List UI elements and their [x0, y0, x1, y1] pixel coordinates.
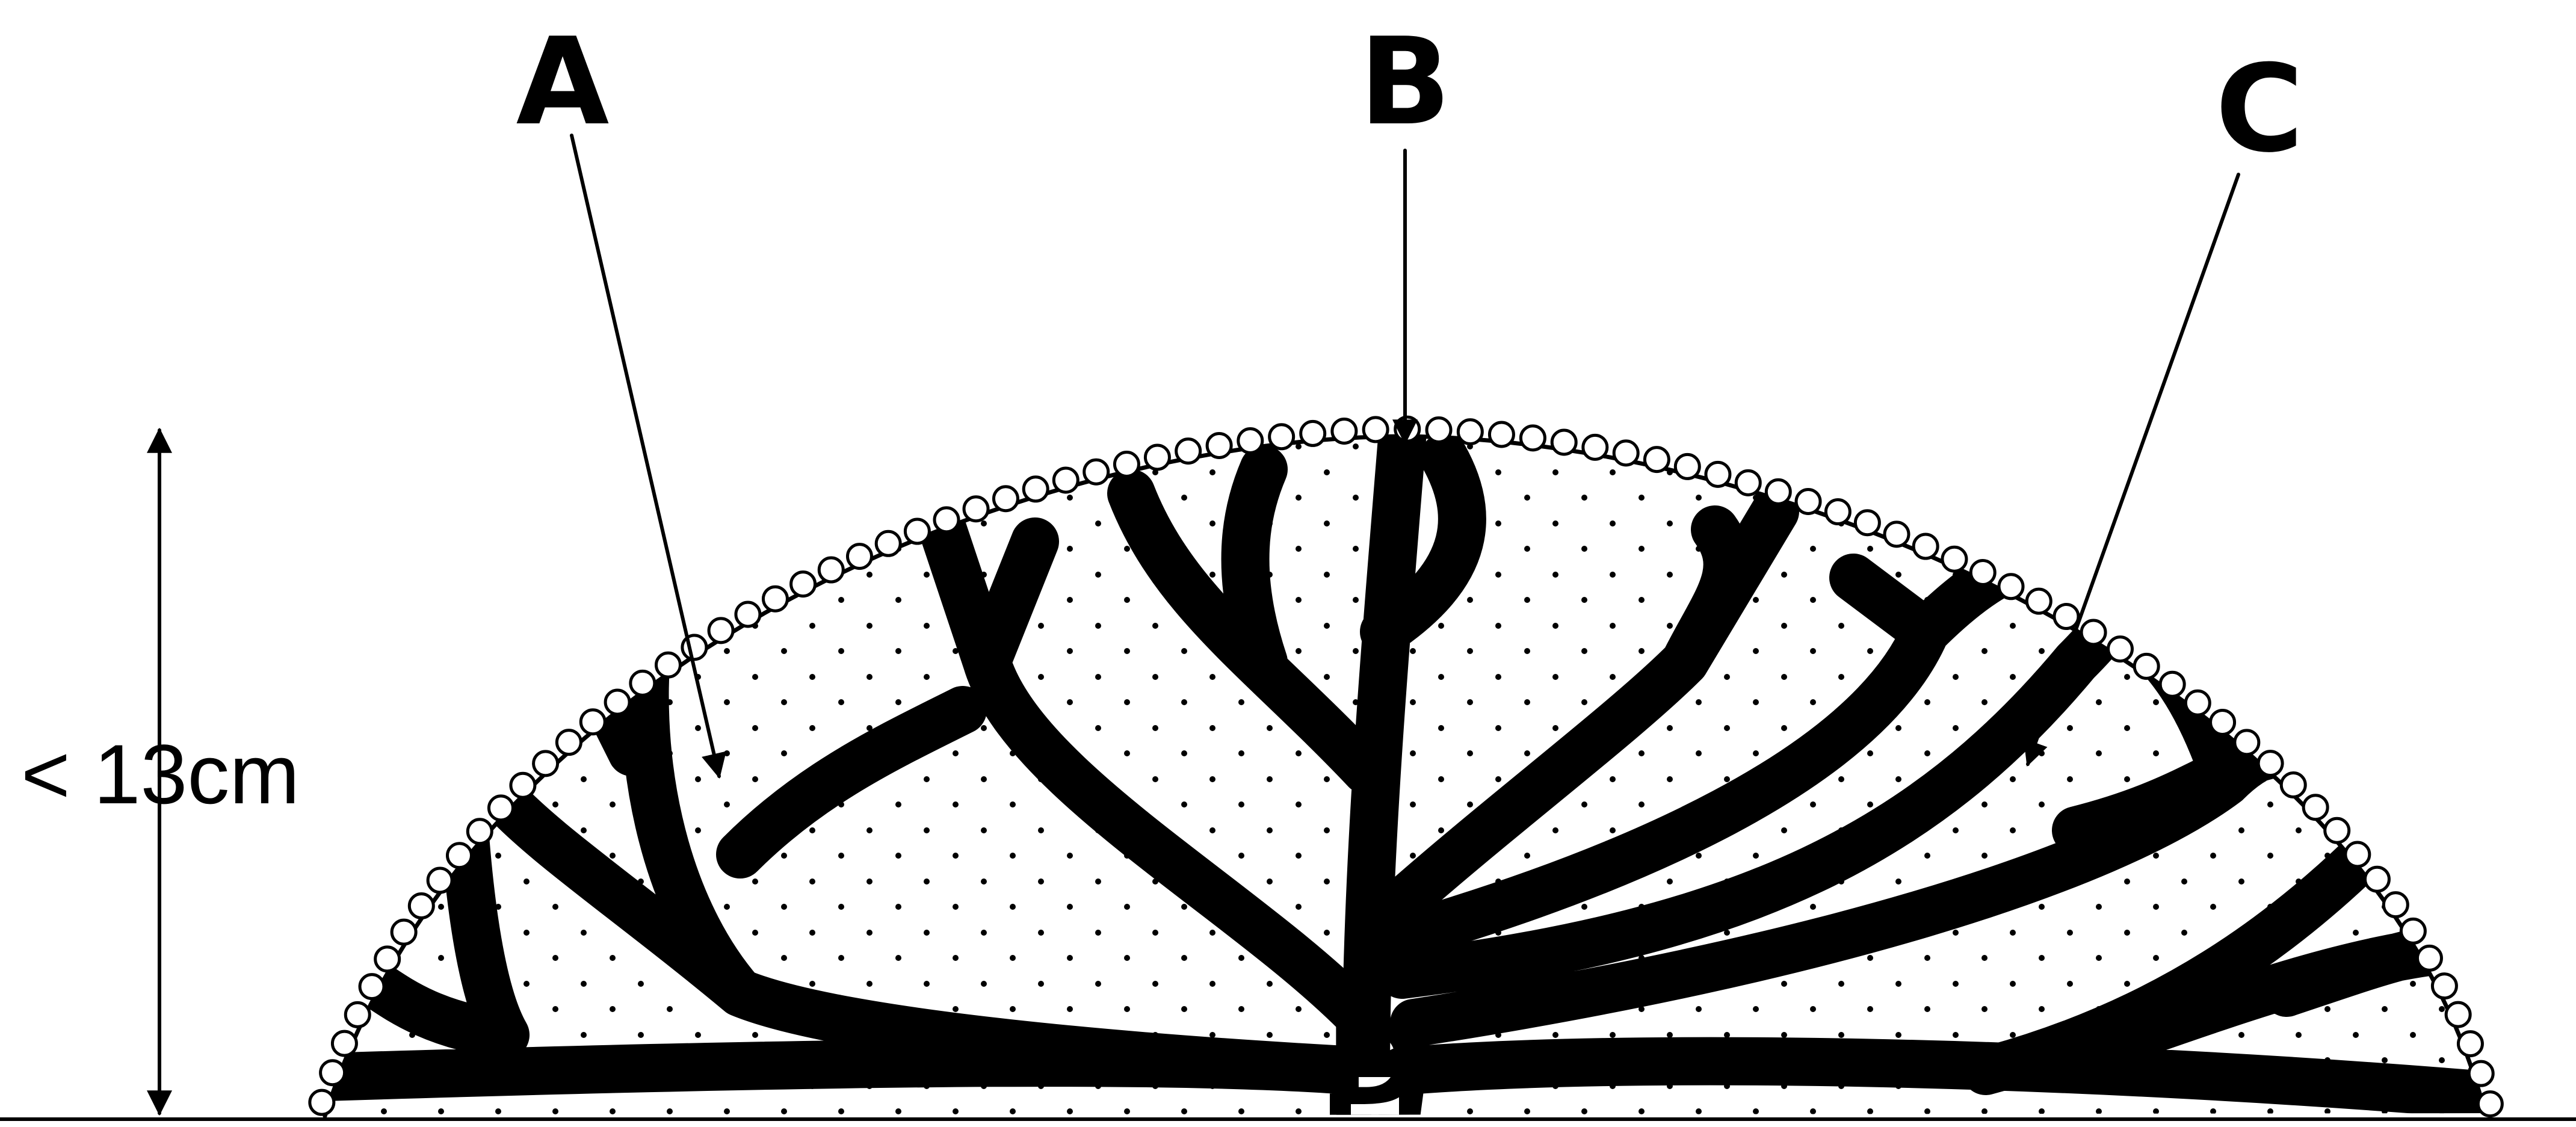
rim-bead: [489, 796, 513, 820]
rim-bead: [819, 558, 843, 582]
rim-bead: [1364, 418, 1388, 442]
rim-bead: [2160, 672, 2184, 696]
rim-bead: [631, 671, 655, 695]
rim-bead: [1706, 462, 1730, 486]
rim-bead: [2211, 710, 2235, 734]
rim-bead: [1395, 417, 1419, 441]
rim-bead: [1552, 430, 1576, 454]
rim-bead: [1971, 561, 1995, 585]
rim-bead: [1301, 421, 1325, 445]
rim-bead: [763, 587, 787, 611]
rim-bead: [709, 619, 733, 643]
rim-bead: [1207, 433, 1231, 457]
rim-bead: [791, 572, 815, 596]
rim-bead: [1054, 468, 1078, 492]
rim-bead: [1238, 429, 1262, 453]
rim-bead: [1427, 418, 1451, 442]
rim-bead: [1885, 522, 1909, 546]
rim-bead: [581, 710, 605, 734]
rim-bead: [656, 653, 680, 677]
rim-bead: [534, 752, 558, 776]
rim-bead: [964, 497, 988, 521]
rim-bead: [905, 519, 929, 543]
rim-bead: [375, 947, 400, 971]
rim-bead: [2478, 1092, 2502, 1116]
rim-bead: [2185, 691, 2210, 715]
rim-bead: [1736, 471, 1760, 495]
rim-bead: [2383, 893, 2408, 917]
rim-bead: [345, 1002, 369, 1027]
rim-bead: [2446, 1002, 2470, 1027]
rim-bead: [1583, 435, 1607, 459]
label-c: C: [2216, 39, 2304, 179]
rim-bead: [2469, 1061, 2493, 1085]
rim-bead: [1114, 452, 1138, 477]
rim-bead: [2108, 637, 2132, 661]
rim-bead: [2054, 605, 2078, 629]
rim-bead: [1942, 547, 1966, 571]
rim-bead: [2365, 867, 2389, 891]
height-label: < 13cm: [21, 727, 300, 821]
rim-bead: [847, 545, 871, 569]
rim-bead: [2417, 946, 2441, 970]
rim-bead: [1521, 426, 1545, 450]
rim-bead: [332, 1031, 356, 1055]
rim-bead: [1489, 422, 1513, 446]
rim-bead: [310, 1090, 334, 1114]
rim-bead: [468, 820, 492, 844]
rim-bead: [1614, 441, 1638, 465]
rim-bead: [1084, 460, 1108, 484]
rim-bead: [1913, 534, 1938, 558]
rim-bead: [360, 975, 384, 999]
rim-bead: [557, 730, 581, 755]
rim-bead: [1270, 425, 1294, 449]
rim-bead: [993, 487, 1018, 511]
rim-bead: [1855, 511, 1879, 535]
rim-bead: [2458, 1032, 2482, 1056]
rim-bead: [2081, 620, 2105, 644]
rim-bead: [2432, 974, 2456, 998]
rim-bead: [1645, 448, 1669, 472]
label-a: A: [516, 12, 610, 152]
rim-bead: [1766, 480, 1790, 504]
label-b: B: [1359, 12, 1451, 152]
rim-bead: [1458, 420, 1482, 444]
rim-bead: [2303, 795, 2327, 820]
rim-bead: [428, 868, 452, 892]
rim-bead: [1024, 477, 1048, 501]
rim-bead: [2401, 919, 2425, 943]
label-d: D: [1325, 993, 1425, 1127]
rim-bead: [876, 531, 900, 555]
rim-bead: [1176, 439, 1200, 463]
rim-bead: [2027, 589, 2051, 613]
rim-bead: [2346, 842, 2370, 866]
rim-bead: [1796, 489, 1820, 513]
rim-bead: [934, 508, 959, 532]
rim-bead: [321, 1061, 345, 1085]
rim-bead: [1999, 575, 2023, 599]
rim-bead: [605, 690, 629, 714]
rim-bead: [392, 920, 416, 944]
rim-bead: [409, 894, 433, 918]
rim-bead: [511, 773, 535, 797]
rim-bead: [1675, 454, 1699, 478]
rim-bead: [2134, 654, 2158, 678]
rim-bead: [2281, 773, 2305, 797]
rim-bead: [2258, 752, 2282, 776]
rim-bead: [1332, 419, 1356, 443]
rim-bead: [2325, 818, 2349, 842]
rim-bead: [736, 602, 760, 626]
rim-bead: [1145, 445, 1169, 469]
rim-bead: [1826, 500, 1850, 524]
rim-bead: [2235, 730, 2259, 755]
rim-bead: [447, 844, 471, 868]
